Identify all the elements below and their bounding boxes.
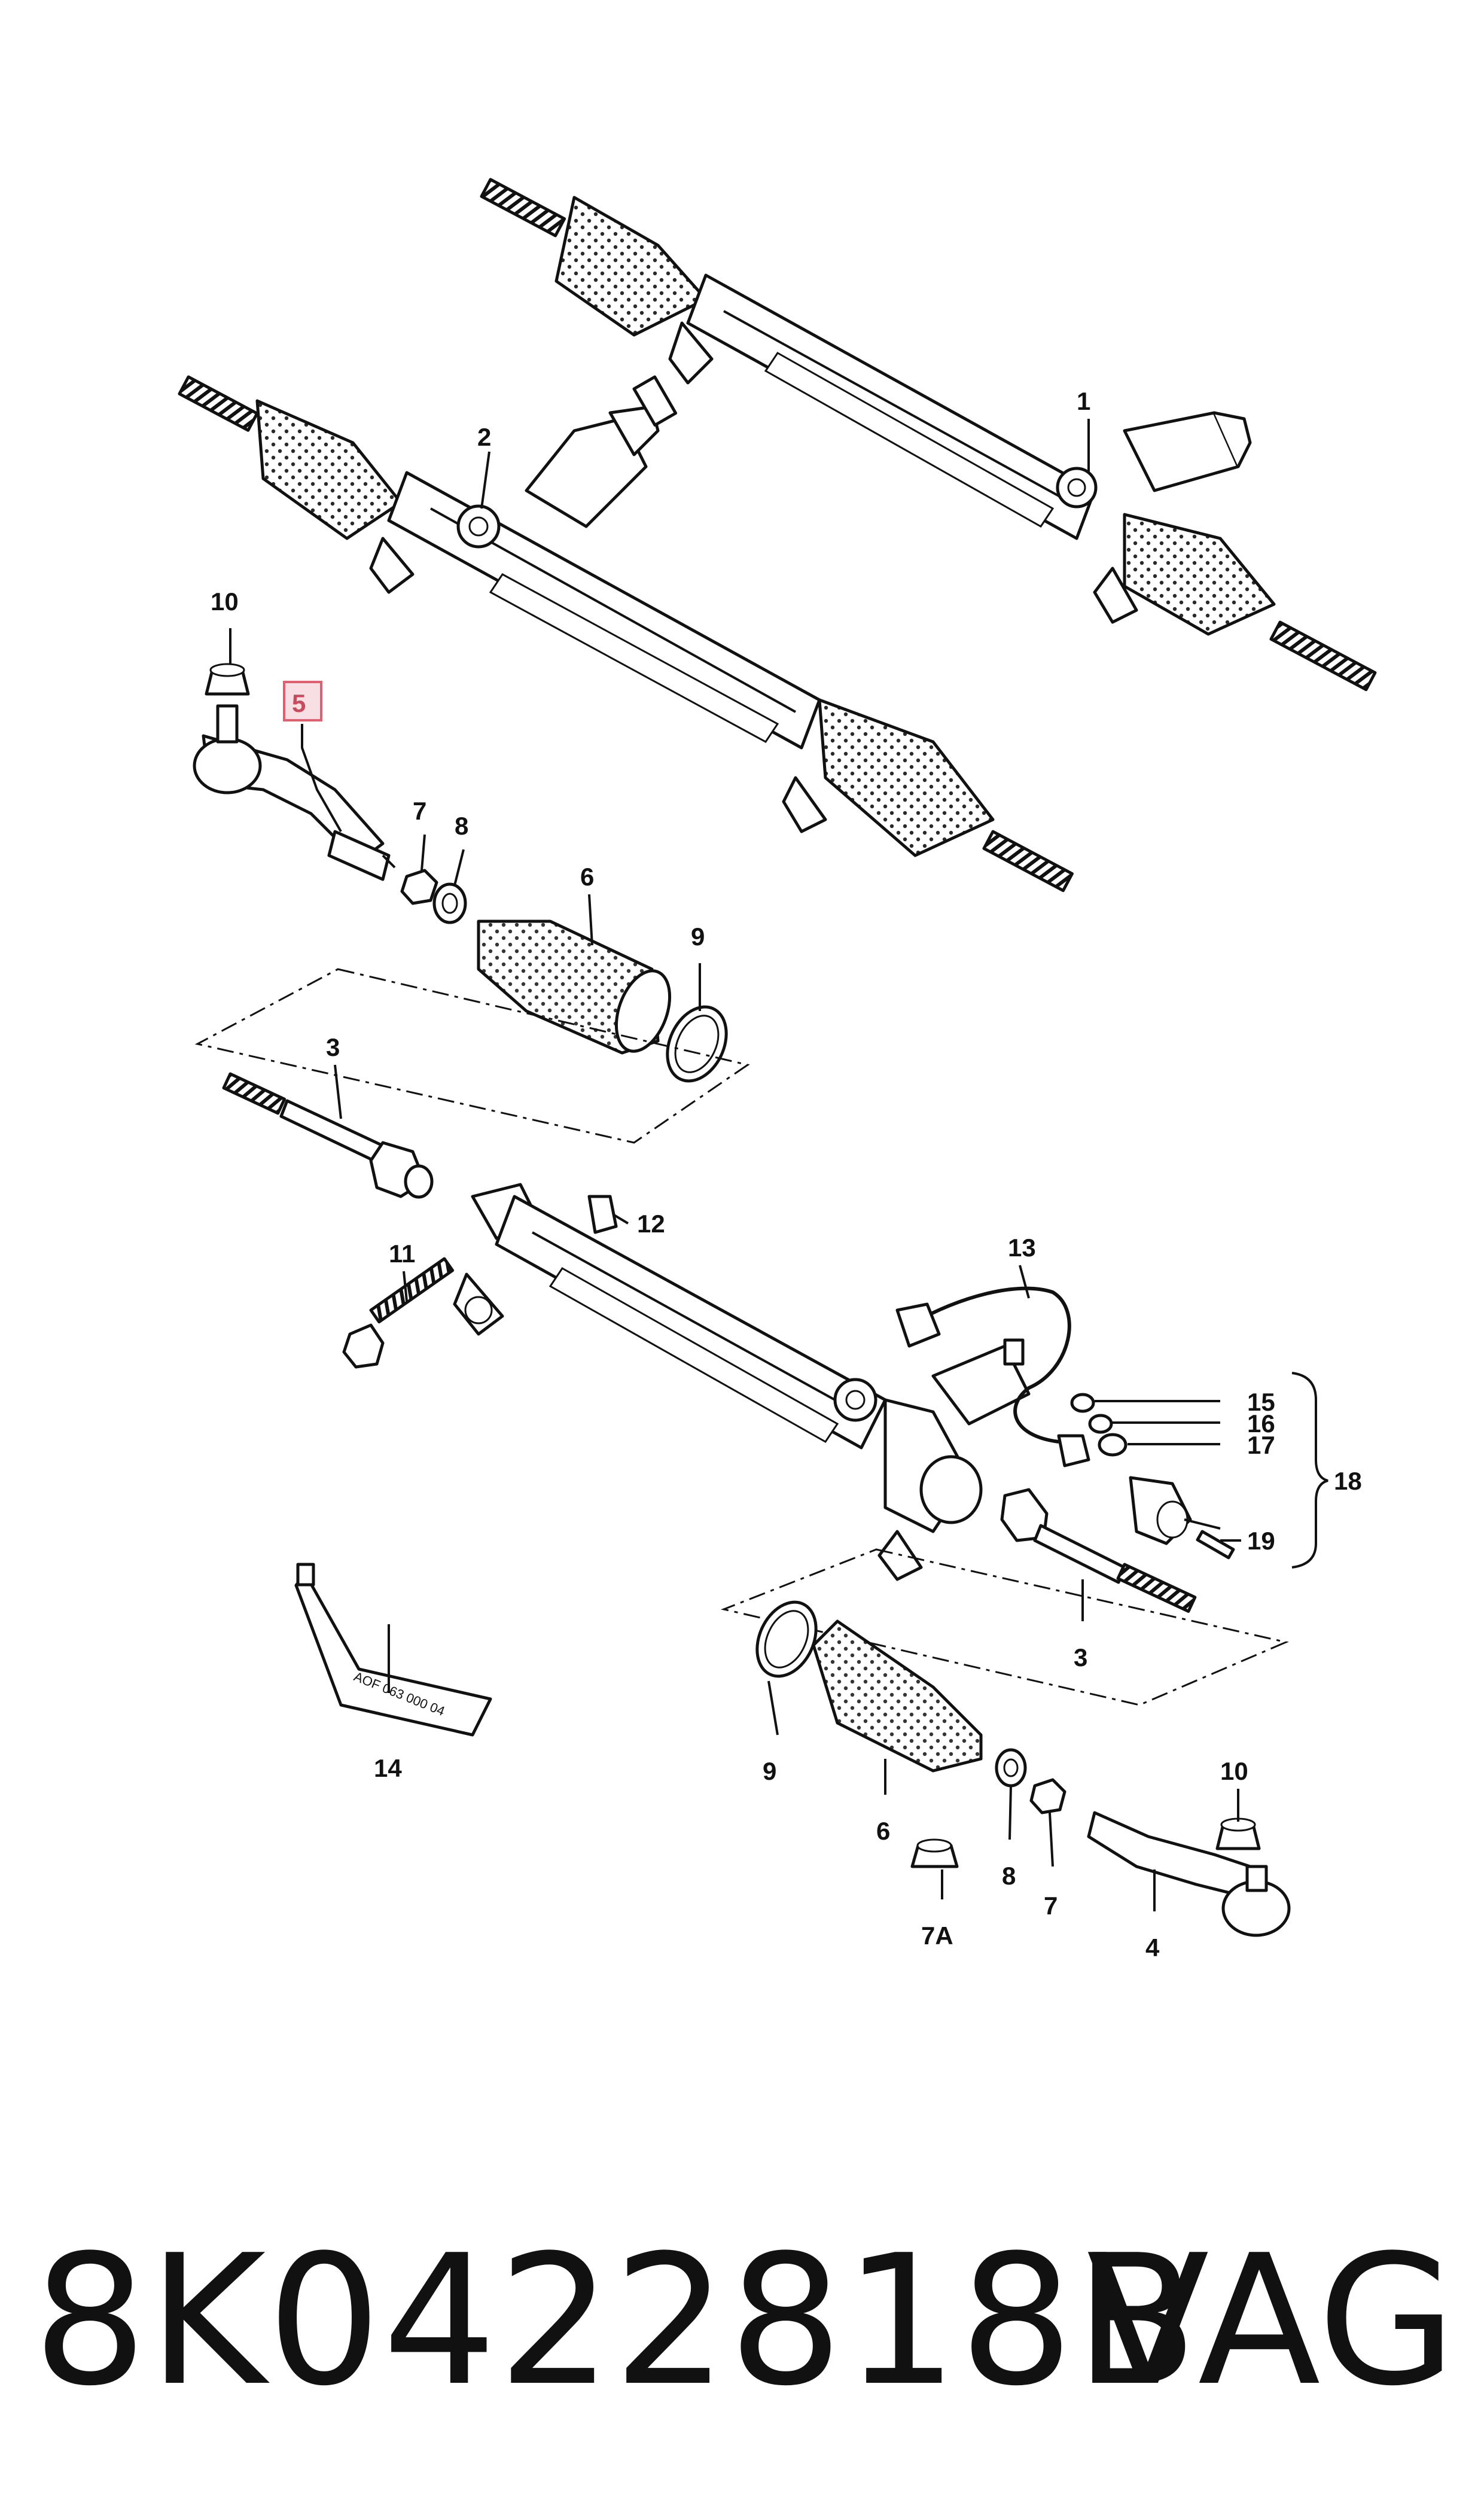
callout-7-lower: 7 xyxy=(1044,1892,1058,1920)
grease-tube-14: AOF 063 000 04 xyxy=(294,1563,492,1737)
callout-3-lower: 3 xyxy=(1074,1643,1087,1671)
callout-6-left: 6 xyxy=(580,863,594,891)
tie-rod-end-right xyxy=(1087,1811,1291,1937)
nut-7-lower xyxy=(1029,1778,1066,1814)
callout-3-upper: 3 xyxy=(326,1033,340,1061)
sensor-cable-13 xyxy=(895,1286,1090,1467)
boot-6-lower xyxy=(812,1619,983,1773)
steering-rack-assembly-1 xyxy=(480,178,1377,692)
callout-9-lower: 9 xyxy=(763,1757,776,1785)
boot-6-left xyxy=(477,919,672,1055)
self-locking-nut-10-right xyxy=(1215,1817,1261,1850)
bracket-18 xyxy=(1291,1372,1328,1569)
steering-rack-assembly-2 xyxy=(178,375,1074,893)
callout-7-left: 7 xyxy=(413,797,426,825)
seal-17 xyxy=(1098,1433,1128,1457)
callout-10-right: 10 xyxy=(1220,1757,1248,1785)
callout-9-left: 9 xyxy=(691,922,705,951)
callout-19: 19 xyxy=(1247,1527,1275,1555)
inner-tie-rod-3-upper xyxy=(222,1072,434,1199)
callout-15: 15 xyxy=(1247,1388,1275,1416)
callout-12: 12 xyxy=(637,1210,665,1238)
tie-rod-end-left xyxy=(193,704,396,881)
clamp-ring-9-left xyxy=(666,1005,728,1083)
callout-18: 18 xyxy=(1334,1467,1362,1495)
callout-4: 4 xyxy=(1145,1934,1160,1962)
clip-12 xyxy=(587,1195,618,1234)
self-locking-nut-10-left xyxy=(205,663,250,696)
steering-rack-exploded-diagram: AOF 063 000 04 xyxy=(178,178,1377,1962)
callout-17: 17 xyxy=(1247,1431,1275,1459)
o-ring-15 xyxy=(1070,1393,1095,1413)
bolt-11 xyxy=(342,1257,455,1369)
group-box-upper xyxy=(194,968,750,1144)
callout-5: 5 xyxy=(292,689,306,717)
callout-11: 11 xyxy=(389,1240,415,1268)
footer: 8K0422818B VAG xyxy=(33,2213,1456,2429)
o-ring-16 xyxy=(1088,1414,1113,1434)
brand-name: VAG xyxy=(1086,2216,1456,2425)
sensor-18 xyxy=(1129,1476,1192,1545)
highlight-box-5[interactable] xyxy=(283,681,322,721)
callout-1: 1 xyxy=(1077,387,1090,415)
callout-6-lower: 6 xyxy=(876,1817,890,1845)
callout-8-left: 8 xyxy=(455,812,468,840)
callout-8-lower: 8 xyxy=(1002,1862,1016,1890)
screw-19 xyxy=(1196,1530,1235,1560)
nut-7-left xyxy=(400,869,438,905)
callout-7A: 7A xyxy=(921,1922,953,1950)
leader-lines xyxy=(229,419,1241,1911)
callout-13: 13 xyxy=(1008,1234,1036,1262)
callout-10-left: 10 xyxy=(211,587,239,616)
clamp-8-lower xyxy=(995,1748,1027,1788)
steering-rack-housing-lower xyxy=(453,1183,1031,1581)
clamp-8-left xyxy=(432,882,467,924)
inner-tie-rod-3-lower xyxy=(1000,1488,1197,1613)
callout-14: 14 xyxy=(374,1754,402,1782)
clamp-ring-9-lower xyxy=(755,1600,818,1678)
part-number: 8K0422818B xyxy=(33,2216,1199,2425)
nut-7A xyxy=(910,1838,959,1868)
callout-16: 16 xyxy=(1247,1409,1275,1438)
callout-2: 2 xyxy=(477,423,491,451)
